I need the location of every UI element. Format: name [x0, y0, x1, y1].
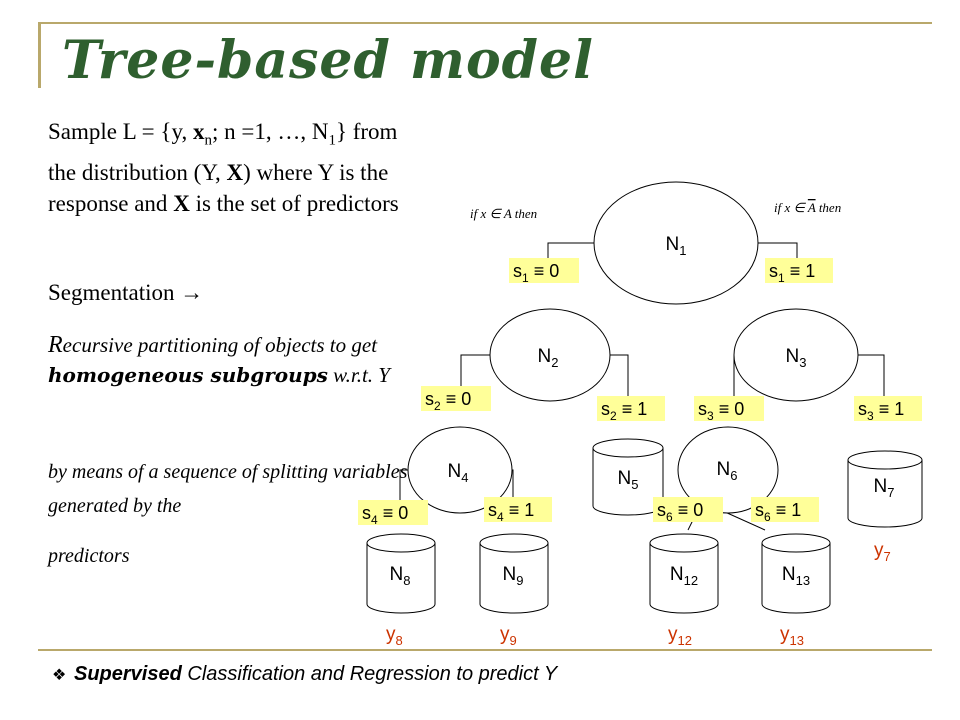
- svg-text:s1 ≡ 1: s1 ≡ 1: [769, 261, 815, 285]
- segmentation-heading: Segmentation →: [48, 280, 204, 305]
- svg-text:s6 ≡ 0: s6 ≡ 0: [657, 500, 703, 524]
- recursive-partitioning-text: Recursive partitioning of objects to get…: [48, 332, 390, 387]
- leaf-y13: y13: [780, 624, 804, 648]
- right-arrow-icon: →: [180, 280, 204, 305]
- leaf-n12-label: N12: [670, 564, 698, 588]
- leaf-n13: N13: [761, 533, 831, 614]
- leaf-n9: N9: [479, 533, 549, 614]
- node-n1-label: N1: [666, 234, 687, 258]
- leaf-n13-label: N13: [782, 564, 810, 588]
- condition-right: if x ∈ A then: [774, 200, 841, 215]
- node-n4-label: N4: [448, 461, 469, 485]
- split-s6-0: s6 ≡ 0: [653, 497, 723, 524]
- node-n6: [677, 426, 779, 514]
- condition-left: if x ∈ A then: [470, 206, 537, 221]
- slide-title: Tree-based model: [62, 30, 594, 91]
- node-n4: [407, 426, 513, 514]
- split-s6-1: s6 ≡ 1: [751, 497, 819, 524]
- sample-description: Sample L = {y, xn; n =1, …, N1} from the…: [48, 119, 399, 216]
- leaf-n5-label: N5: [618, 468, 639, 492]
- frame-bottom-rule: [38, 649, 932, 651]
- split-s2-1: s2 ≡ 1: [597, 396, 665, 423]
- leaf-y7: y7: [874, 540, 891, 564]
- frame-left-rule: [38, 22, 41, 88]
- split-s3-0: s3 ≡ 0: [694, 396, 764, 423]
- split-s1-0: s1 ≡ 0: [509, 258, 579, 285]
- splitting-variables-text: by means of a sequence of splitting vari…: [48, 461, 408, 517]
- svg-text:s4 ≡ 0: s4 ≡ 0: [362, 503, 408, 527]
- edge-n6-n13: [724, 511, 766, 531]
- leaf-n12: N12: [649, 533, 719, 614]
- svg-text:s2 ≡ 0: s2 ≡ 0: [425, 389, 471, 413]
- split-s2-0: s2 ≡ 0: [421, 386, 491, 413]
- predictors-text: predictors: [48, 545, 130, 567]
- node-n1: [593, 181, 759, 305]
- node-n6-label: N6: [717, 459, 738, 483]
- svg-text:s1 ≡ 0: s1 ≡ 0: [513, 261, 559, 285]
- edge-n2-n4: [460, 354, 495, 390]
- leaf-n7-label: N7: [874, 476, 895, 500]
- leaf-y9: y9: [500, 624, 517, 648]
- split-s1-1: s1 ≡ 1: [765, 258, 833, 285]
- split-s4-1: s4 ≡ 1: [484, 497, 552, 524]
- node-n3: [733, 308, 859, 402]
- diamond-bullet-icon: ❖: [52, 667, 67, 684]
- split-s3-1: s3 ≡ 1: [854, 396, 922, 423]
- edge-n2-n5: [606, 354, 629, 398]
- supervised-bullet: ❖Supervised Classification and Regressio…: [52, 663, 558, 685]
- svg-text:s2 ≡ 1: s2 ≡ 1: [601, 399, 647, 423]
- node-n2-label: N2: [538, 346, 559, 370]
- edge-n3-n7: [850, 354, 885, 398]
- leaf-n8-label: N8: [390, 564, 411, 588]
- leaf-y8: y8: [386, 624, 403, 648]
- leaf-n7: N7: [847, 450, 923, 528]
- leaf-y12: y12: [668, 624, 692, 648]
- svg-text:s3 ≡ 1: s3 ≡ 1: [858, 399, 904, 423]
- node-n3-label: N3: [786, 346, 807, 370]
- svg-text:s3 ≡ 0: s3 ≡ 0: [698, 399, 744, 423]
- svg-text:s4 ≡ 1: s4 ≡ 1: [488, 500, 534, 524]
- leaf-n9-label: N9: [503, 564, 524, 588]
- leaf-n5: N5: [592, 438, 664, 516]
- node-n2: [489, 308, 611, 402]
- leaf-n8: N8: [366, 533, 436, 614]
- split-s4-0: s4 ≡ 0: [358, 500, 428, 527]
- svg-text:s6 ≡ 1: s6 ≡ 1: [755, 500, 801, 524]
- frame-top-rule: [38, 22, 932, 24]
